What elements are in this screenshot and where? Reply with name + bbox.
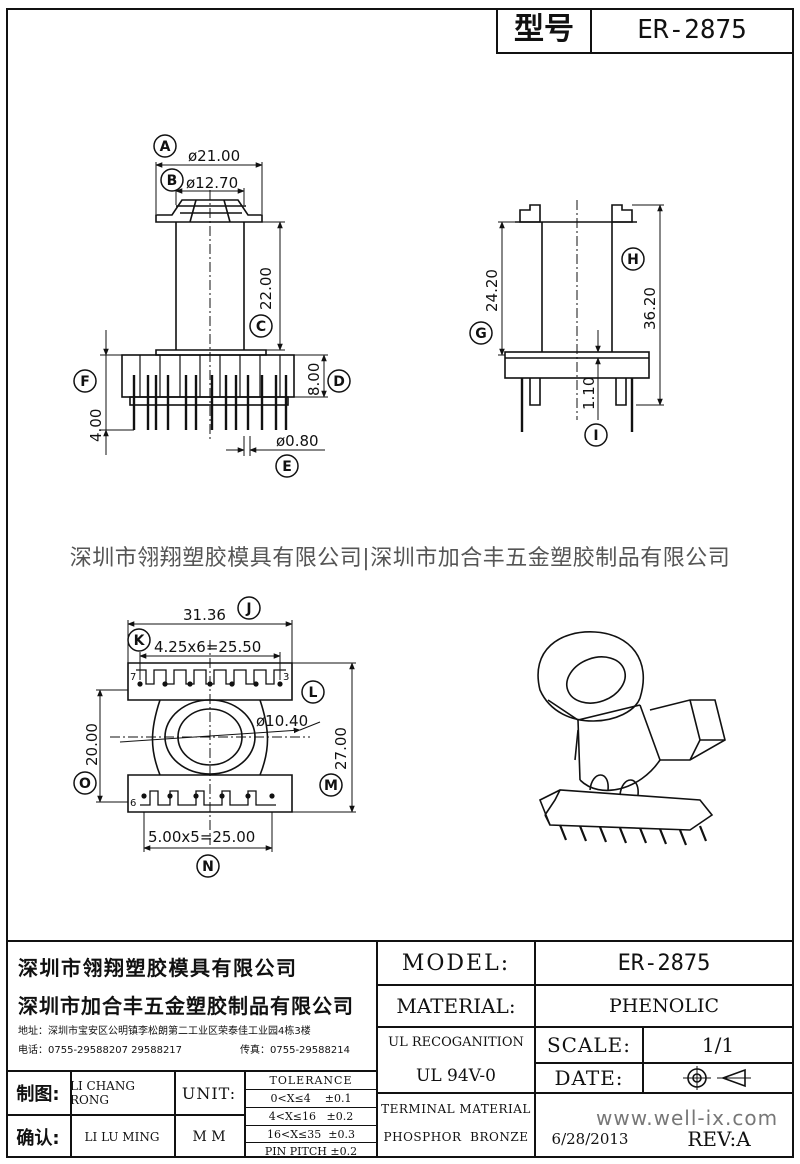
pin-label-6: 6 <box>130 798 136 809</box>
dim-f-text: 4.00 <box>87 409 105 442</box>
side-view <box>498 200 664 432</box>
date-value: 6/28/2013 <box>551 1130 629 1148</box>
terminal-value: PHOSPHOR BRONZE <box>383 1130 529 1144</box>
drawn-by-value: LI CHANG RONG <box>70 1079 135 1107</box>
callout-d <box>327 369 351 393</box>
terminal-label: TERMINAL MATERIAL <box>381 1102 531 1116</box>
callout-d-text: D <box>333 374 345 390</box>
callout-b <box>160 168 184 192</box>
callout-letters <box>73 134 645 878</box>
tolerance-row-1: 0<X≤4 ±0.1 <box>270 1092 352 1105</box>
watermark: 深圳市翎翔塑胶模具有限公司|深圳市加合丰五金塑胶制品有限公司 <box>69 546 731 571</box>
model-header-value: ER-2875 <box>637 15 747 45</box>
isometric-view <box>537 631 726 846</box>
dim-b-text: ø12.70 <box>186 174 238 192</box>
dim-o-text: 20.00 <box>83 723 101 766</box>
callout-e-text: E <box>282 459 292 475</box>
projection-symbol <box>644 1064 792 1092</box>
dim-a-text: ø21.00 <box>188 147 240 165</box>
callout-l <box>301 680 325 704</box>
callout-c <box>249 314 273 338</box>
callout-h <box>621 247 645 271</box>
website-watermark: www.well-ix.com <box>596 1106 779 1130</box>
callout-c-text: C <box>256 319 266 335</box>
company-name-2: 深圳市加合丰五金塑胶制品有限公司 <box>18 994 354 1018</box>
model-value: ER-2875 <box>617 950 711 976</box>
callout-m-text: M <box>324 778 338 794</box>
pin-label-3: 3 <box>283 672 289 683</box>
title-block: 深圳市翎翔塑胶模具有限公司 深圳市加合丰五金塑胶制品有限公司 地址：深圳市宝安区… <box>6 940 794 1158</box>
model-header-label: 型号 <box>498 8 592 52</box>
checked-by-label: 确认: <box>16 1128 60 1149</box>
unit-value: M M <box>192 1129 226 1145</box>
callout-f-text: F <box>80 374 90 390</box>
dim-m-text: 27.00 <box>332 727 350 770</box>
callout-k-text: K <box>134 633 146 649</box>
callout-a-text: A <box>160 139 171 155</box>
drawing-frame <box>6 8 794 1158</box>
callout-h-text: H <box>627 252 639 268</box>
callout-g-text: G <box>475 326 487 342</box>
callout-b-text: B <box>167 173 178 189</box>
third-angle-projection-icon <box>683 1066 751 1090</box>
tolerance-row-2: 4<X≤16 ±0.2 <box>268 1110 354 1123</box>
checked-by-value: LI LU MING <box>84 1130 160 1144</box>
dim-c-text: 22.00 <box>257 267 275 310</box>
callout-i-text: I <box>593 428 598 444</box>
callout-o <box>73 771 97 795</box>
scale-value: 1/1 <box>701 1033 735 1057</box>
front-view <box>100 162 328 456</box>
ul-label: UL RECOGANITION <box>388 1034 524 1050</box>
date-label: DATE: <box>554 1066 624 1090</box>
material-value: PHENOLIC <box>608 995 720 1017</box>
pin-label-7: 7 <box>130 672 136 683</box>
material-label: MATERIAL: <box>396 994 516 1018</box>
company-phone: 电话：0755-29588207 29588217 <box>18 1045 183 1056</box>
dim-k-text: 4.25x6=25.50 <box>154 638 261 656</box>
tolerance-row-4: PIN PITCH ±0.2 <box>264 1144 358 1158</box>
callout-f <box>73 369 97 393</box>
callout-l-text: L <box>309 685 318 701</box>
tolerance-row-3: 16<X≤35 ±0.3 <box>267 1127 355 1141</box>
callout-e <box>275 454 299 478</box>
company-address: 地址：深圳市宝安区公明镇李松朗第二工业区荣泰佳工业园4栋3楼 <box>18 1026 311 1037</box>
scale-label: SCALE: <box>546 1033 632 1057</box>
drawn-by-label: 制图: <box>16 1084 60 1105</box>
callout-k <box>127 628 151 652</box>
callout-g <box>469 321 493 345</box>
model-label: MODEL: <box>401 950 511 976</box>
tolerance-title: TOLERANCE <box>269 1074 353 1087</box>
callout-a <box>153 134 177 158</box>
dim-n-text: 5.00x5=25.00 <box>148 828 255 846</box>
callout-j <box>237 596 261 620</box>
company-name-1: 深圳市翎翔塑胶模具有限公司 <box>18 956 298 980</box>
top-view <box>96 620 356 852</box>
model-header: 型号 ER-2875 <box>496 8 794 54</box>
callout-o-text: O <box>79 776 91 792</box>
callout-i <box>584 423 608 447</box>
dim-g-text: 24.20 <box>483 269 501 312</box>
revision-label: REV:A <box>687 1127 751 1151</box>
dim-e-text: ø0.80 <box>276 432 319 450</box>
dim-h-text: 36.20 <box>641 287 659 330</box>
company-fax: 传真：0755-29588214 <box>240 1045 350 1056</box>
dim-j-text: 31.36 <box>183 606 226 624</box>
callout-j-text: J <box>245 601 251 617</box>
dim-d-text: 8.00 <box>305 363 323 396</box>
callout-m <box>319 773 343 797</box>
callout-n-text: N <box>202 859 214 875</box>
unit-label: UNIT: <box>181 1083 237 1103</box>
dim-l-text: ø10.40 <box>256 712 308 730</box>
ul-value: UL 94V-0 <box>416 1066 496 1086</box>
callout-n <box>196 854 220 878</box>
dim-i-text: 1.10 <box>580 377 598 410</box>
